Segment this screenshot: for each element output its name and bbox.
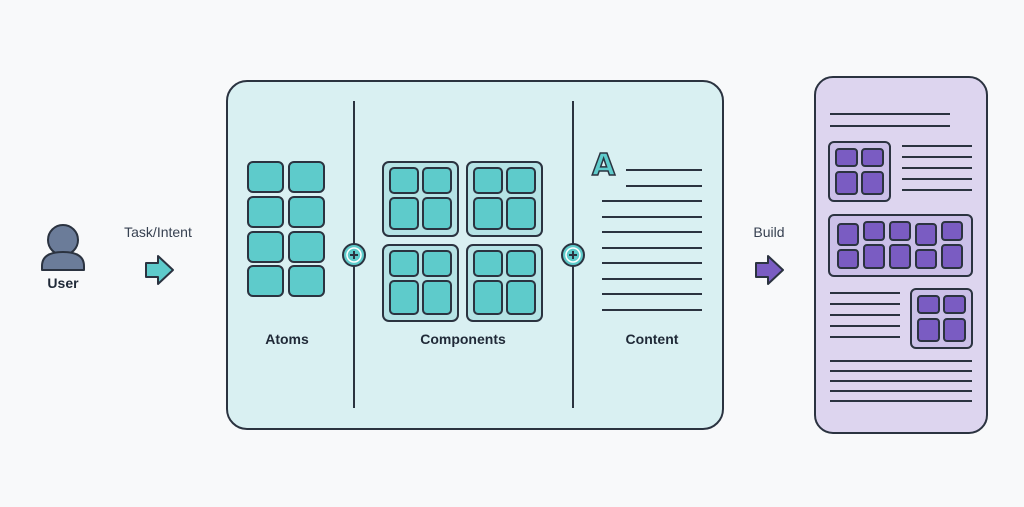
output-component — [828, 214, 973, 277]
component-group — [382, 161, 459, 237]
output-text-lines — [830, 292, 900, 338]
components-label: Components — [420, 331, 506, 347]
component-group — [382, 244, 459, 322]
output-component — [828, 141, 891, 202]
atoms-label: Atoms — [265, 331, 309, 347]
arrow-right-icon — [145, 255, 174, 285]
user-label: User — [47, 275, 79, 291]
plus-circle-icon — [342, 243, 366, 267]
output-text-lines — [902, 145, 972, 191]
user-icon — [41, 224, 85, 271]
content-lines — [602, 169, 702, 311]
task-intent-label: Task/Intent — [124, 224, 192, 240]
letter-a-icon: A — [592, 148, 616, 183]
output-text-lines — [830, 360, 972, 402]
content-label: Content — [625, 331, 679, 347]
component-group — [466, 161, 543, 237]
arrow-right-icon — [755, 255, 784, 285]
build-label: Build — [753, 224, 785, 240]
atoms-grid — [247, 161, 325, 297]
component-group — [466, 244, 543, 322]
page-heading-lines — [830, 113, 950, 127]
plus-circle-icon — [561, 243, 585, 267]
output-component — [910, 288, 973, 349]
